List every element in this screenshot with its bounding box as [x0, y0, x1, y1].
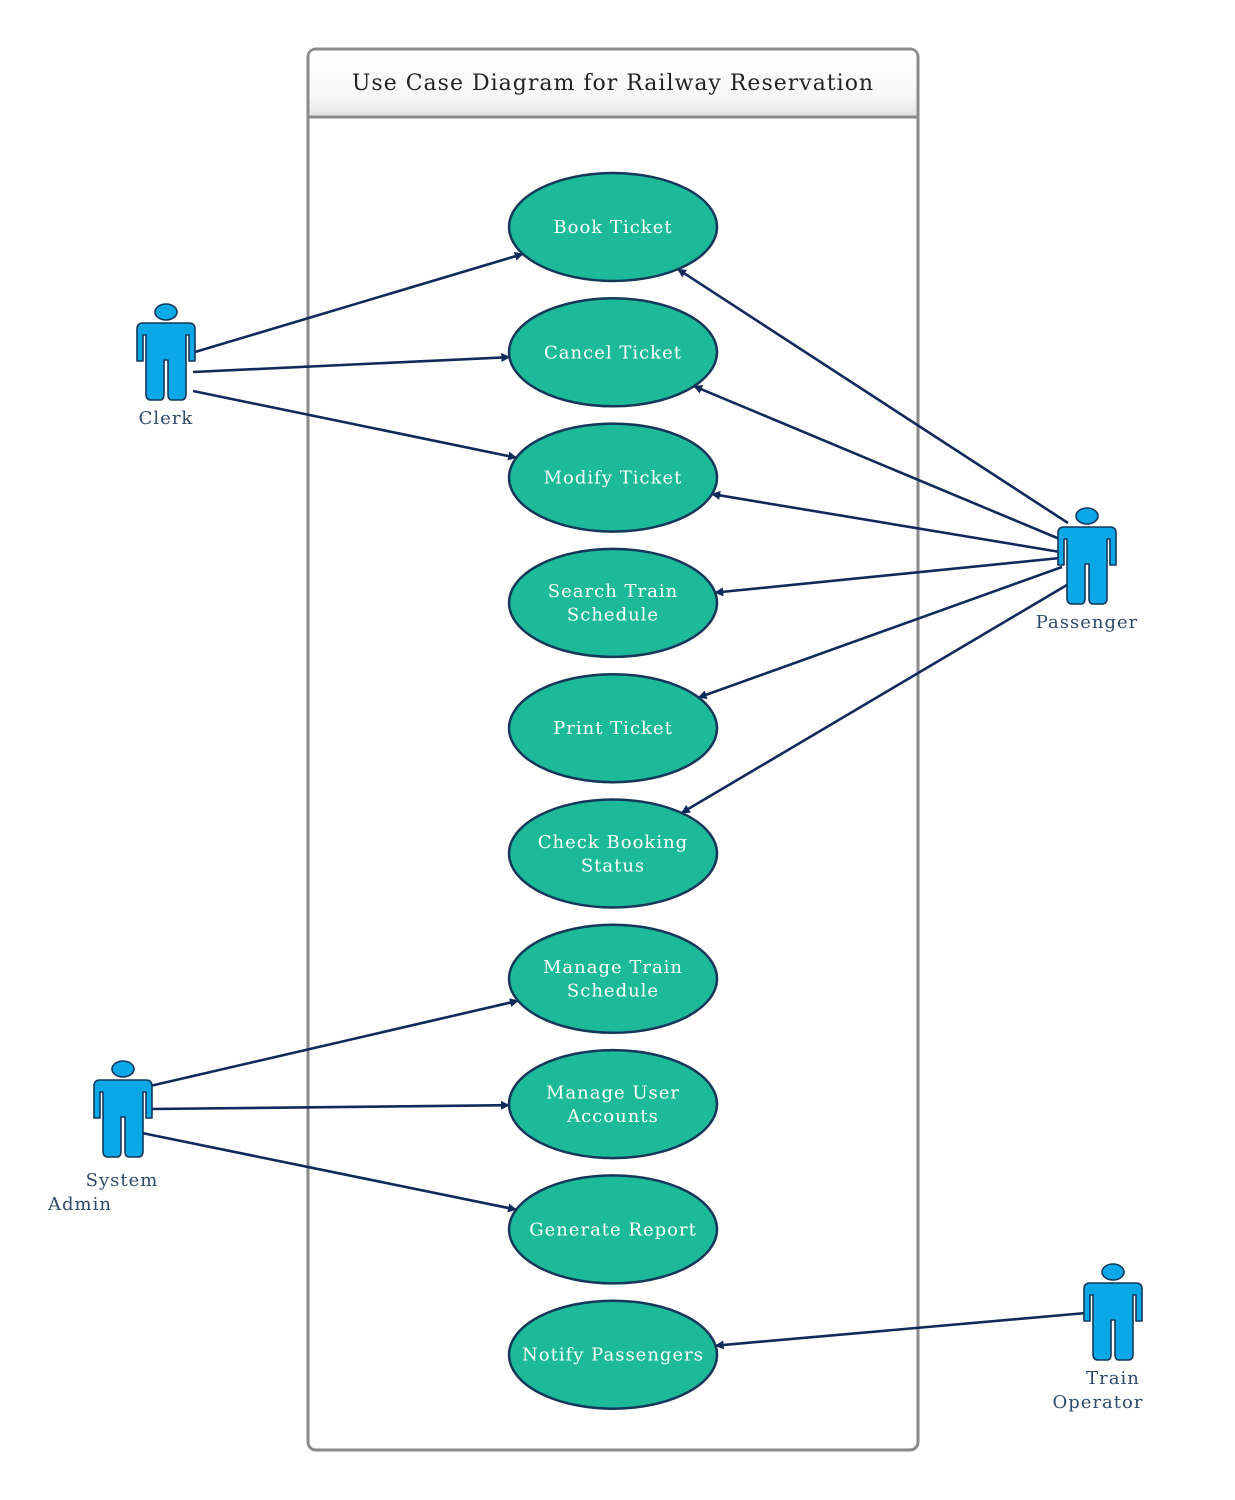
association-system-admin-manage-user-accounts	[149, 1100, 510, 1111]
association-passenger-cancel-ticket	[693, 384, 1063, 542]
actor-person-icon	[1057, 507, 1117, 605]
association-system-admin-manage-train-schedule	[149, 998, 519, 1088]
use-case-label: Status	[581, 855, 645, 876]
use-case-label: Schedule	[567, 605, 659, 626]
use-case-label: Schedule	[567, 981, 659, 1002]
use-case-label: Manage User	[546, 1082, 680, 1103]
use-case-label: Print Ticket	[553, 718, 673, 739]
actor-label: Operator	[1053, 1392, 1144, 1413]
use-case-label: Notify Passengers	[522, 1345, 704, 1366]
association-passenger-modify-ticket	[711, 490, 1061, 554]
use-case-label: Check Booking	[538, 832, 688, 853]
association-clerk-cancel-ticket	[192, 353, 511, 374]
use-case-ellipse	[507, 171, 719, 283]
diagram-title: Use Case Diagram for Railway Reservation	[352, 71, 874, 96]
use-case-label: Search Train	[548, 581, 678, 602]
actor-person-icon	[136, 303, 196, 401]
actor-passenger[interactable]: Passenger	[1036, 507, 1139, 633]
use-case-ellipse	[507, 422, 719, 533]
use-case-label: Manage Train	[543, 957, 683, 978]
association-passenger-print-ticket	[697, 565, 1063, 699]
use-case-ellipse	[507, 297, 719, 408]
actor-label: Admin	[47, 1194, 112, 1215]
actor-person-icon	[93, 1060, 153, 1158]
use-case-ellipse	[507, 672, 719, 784]
actor-label: Clerk	[139, 408, 194, 429]
use-case-label: Book Ticket	[553, 217, 672, 238]
use-case-label: Modify Ticket	[544, 468, 683, 489]
association-passenger-search-train-schedule	[714, 556, 1061, 597]
use-case-ellipse	[507, 923, 719, 1035]
title-bar	[309, 50, 917, 117]
actor-clerk[interactable]: Clerk	[136, 303, 196, 429]
use-case-ellipse	[507, 1174, 719, 1285]
use-case-label: Generate Report	[529, 1219, 697, 1240]
use-case-ellipse	[507, 547, 719, 659]
actor-person-icon	[1083, 1263, 1143, 1361]
actor-label: Passenger	[1036, 612, 1139, 633]
use-case-print-ticket[interactable]: Print Ticket	[507, 672, 719, 784]
use-case-label: Cancel Ticket	[544, 342, 682, 363]
association-system-admin-generate-report	[141, 1131, 518, 1213]
use-case-book-ticket[interactable]: Book Ticket	[507, 171, 719, 283]
actor-label: System	[86, 1170, 159, 1191]
use-case-ellipse	[507, 1048, 719, 1160]
associations-layer	[141, 251, 1087, 1350]
use-case-ellipse	[507, 798, 719, 909]
use-case-notify-passengers[interactable]: Notify Passengers	[507, 1299, 719, 1410]
use-case-generate-report[interactable]: Generate Report	[507, 1174, 719, 1285]
use-case-cancel-ticket[interactable]: Cancel Ticket	[507, 297, 719, 408]
association-passenger-check-booking-status	[680, 580, 1073, 815]
association-clerk-book-ticket	[194, 251, 524, 354]
actor-label: Train	[1086, 1368, 1140, 1389]
use-case-modify-ticket[interactable]: Modify Ticket	[507, 422, 719, 533]
use-case-ellipse	[507, 1299, 719, 1410]
association-train-operator-notify-passengers	[714, 1311, 1087, 1350]
association-clerk-modify-ticket	[192, 389, 518, 461]
use-case-label: Accounts	[566, 1106, 659, 1127]
association-passenger-book-ticket	[677, 268, 1069, 525]
